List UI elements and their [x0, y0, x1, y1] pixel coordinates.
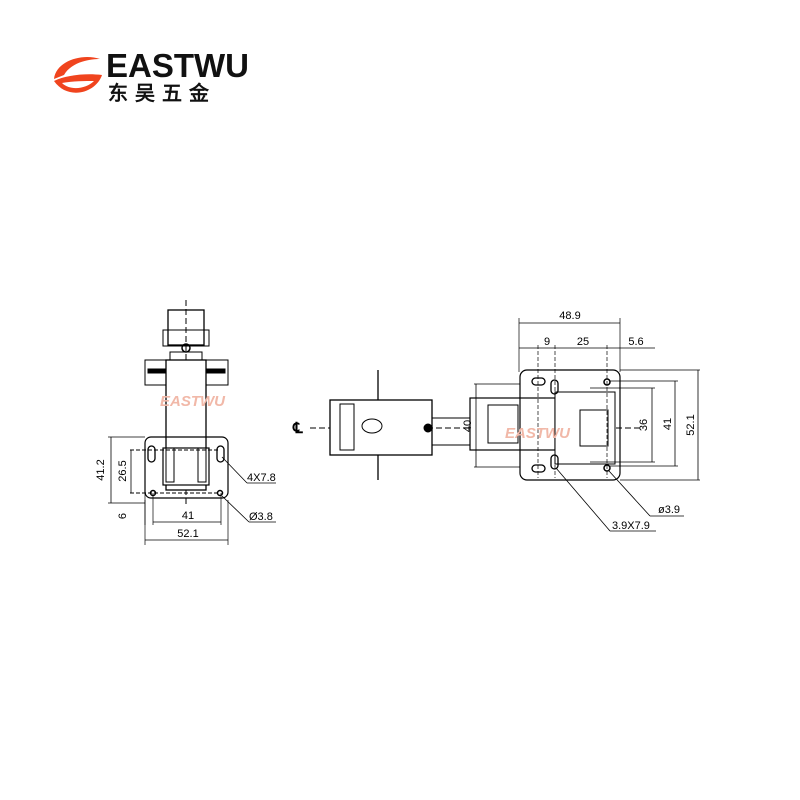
callout-4x7-8: 4X7.8: [247, 472, 276, 484]
dim-5-6: 5.6: [628, 336, 643, 348]
top-hinge-cup: [329, 399, 433, 456]
top-slot-3: [550, 379, 559, 395]
top-cup-slot: [361, 418, 383, 434]
dim-26-5: 26.5: [117, 460, 129, 481]
top-base-cup: [554, 391, 616, 465]
dim-40: 40: [462, 420, 474, 432]
dim-9: 9: [544, 336, 550, 348]
centerline-symbol: ℄: [292, 420, 303, 437]
front-base-cup: [162, 447, 210, 486]
top-cup-edge: [339, 403, 355, 451]
callout-dia-3-9: ø3.9: [658, 504, 680, 516]
dim-48-9: 48.9: [559, 310, 580, 322]
watermark-top: EASTWU: [505, 425, 571, 442]
leader-slot: [221, 456, 248, 484]
top-adjust-screw: [423, 423, 433, 433]
front-slot-left: [147, 445, 156, 463]
front-cup-side-l: [165, 447, 175, 483]
dim-52-1: 52.1: [177, 528, 198, 540]
front-view: [108, 300, 276, 545]
dim-41-top: 41: [662, 418, 674, 430]
callout-dia-3-8: Ø3.8: [249, 511, 273, 523]
front-slot-right: [216, 445, 225, 463]
top-slot-1: [531, 377, 546, 386]
front-top-block: [167, 309, 205, 346]
top-base-plate: [519, 369, 621, 481]
dim-36: 36: [638, 419, 650, 431]
dim-41-2: 41.2: [95, 459, 107, 480]
front-hinge-cup: [162, 329, 210, 347]
watermark-front: EASTWU: [160, 393, 226, 410]
dim-25: 25: [577, 336, 589, 348]
dim-41: 41: [182, 510, 194, 522]
front-arm-top: [169, 351, 203, 360]
callout-3-9x7-9: 3.9X7.9: [612, 520, 650, 532]
leader-hole: [221, 495, 250, 523]
logo-swoosh-icon: [54, 57, 102, 93]
top-arm: [469, 397, 556, 451]
top-slot-2: [531, 464, 546, 473]
top-view: [310, 318, 700, 532]
eastwu-logo: EASTWU 东吴五金: [52, 48, 249, 105]
front-base-plate: [144, 436, 229, 499]
front-hole-right: [216, 489, 224, 497]
front-cup-side-r: [197, 447, 207, 483]
top-base-clip: [579, 409, 609, 447]
dim-6: 6: [117, 513, 129, 519]
top-arm-link: [487, 404, 519, 444]
top-slot-4: [550, 454, 559, 470]
dim-52-1-top: 52.1: [685, 414, 697, 435]
leader-slot-top: [555, 467, 611, 532]
logo-brand-text: EASTWU: [106, 47, 249, 84]
logo-chinese-text: 东吴五金: [108, 81, 216, 105]
leader-hole-top: [608, 470, 651, 517]
